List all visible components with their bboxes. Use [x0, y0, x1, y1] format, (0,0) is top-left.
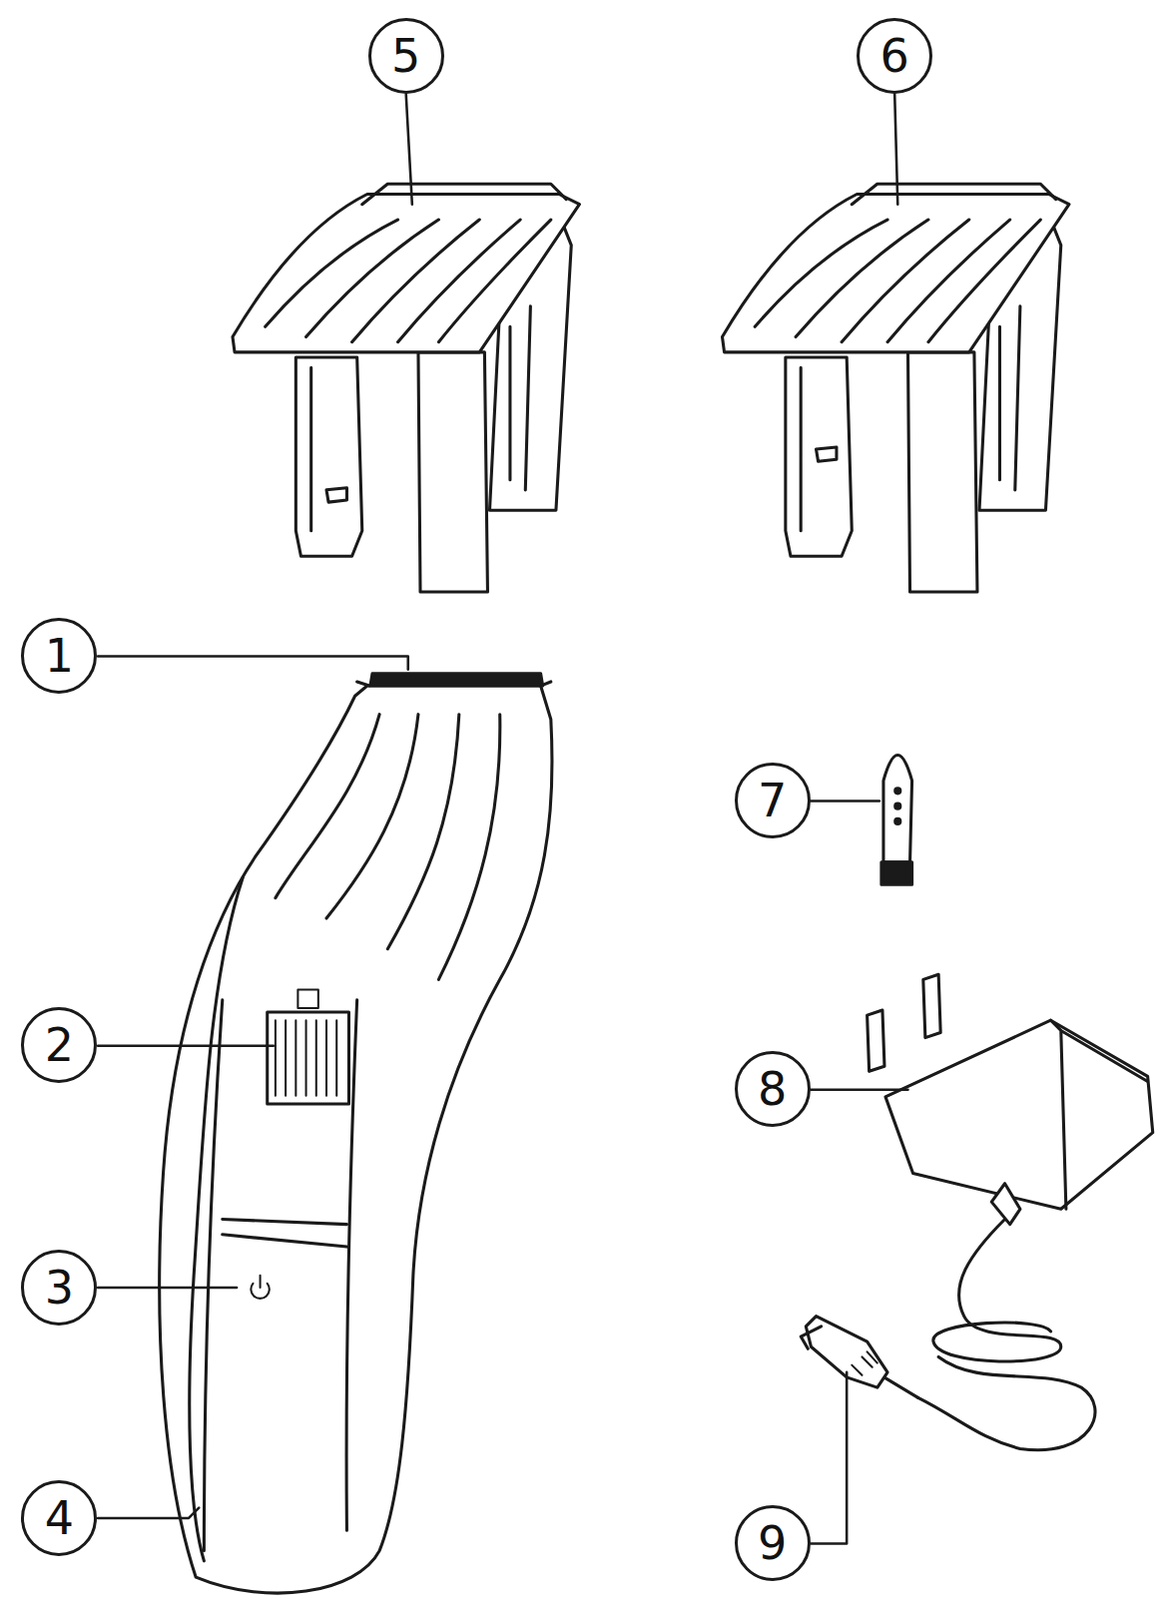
callout-circle: 4	[20, 1480, 97, 1557]
callout-number: 8	[757, 1066, 787, 1113]
callout-circle: 2	[20, 1007, 97, 1084]
callout-circle: 9	[734, 1505, 811, 1582]
power-adapter	[800, 974, 1154, 1451]
callout-circle: 3	[20, 1249, 97, 1326]
callout-circle: 1	[20, 617, 97, 694]
callout-number: 9	[757, 1520, 787, 1567]
callout-number: 5	[391, 32, 421, 79]
callout-number: 6	[880, 32, 910, 79]
comb-attachment	[721, 183, 1069, 592]
callout-number: 4	[44, 1495, 74, 1542]
hair-clipper	[159, 673, 553, 1594]
callout-circle: 6	[856, 17, 933, 94]
cleaning-brush	[881, 755, 913, 886]
callout-number: 3	[44, 1264, 74, 1311]
callout-number: 1	[44, 632, 74, 679]
callout-circle: 8	[734, 1051, 811, 1128]
callout-number: 2	[44, 1022, 74, 1069]
callout-circle: 7	[734, 762, 811, 839]
comb-attachment	[232, 183, 580, 592]
leader-lines	[97, 93, 908, 1544]
callout-number: 7	[757, 777, 787, 824]
callout-circle: 5	[368, 17, 445, 94]
